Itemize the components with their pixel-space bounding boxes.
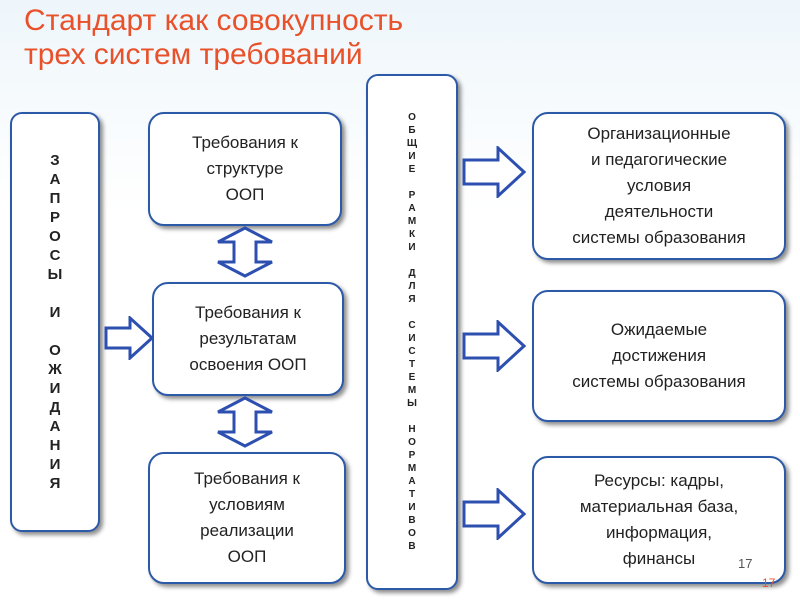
org-pedagogical-conditions-box: Организационные и педагогические условия…	[532, 112, 786, 260]
frameworks-letter: И	[408, 502, 416, 513]
requests-letter: И	[49, 380, 61, 397]
frameworks-letter: Б	[408, 125, 416, 136]
double-arrow-structure-results-icon	[217, 226, 273, 278]
frameworks-letter	[411, 410, 414, 423]
frameworks-letter: Р	[408, 450, 416, 461]
requests-letter: И	[49, 456, 61, 473]
double-arrow-results-conditions-icon	[217, 396, 273, 448]
frameworks-letter: М	[407, 463, 417, 474]
results-line-1: Требования к	[195, 303, 301, 322]
requests-letter: О	[49, 228, 61, 245]
org-line-5: системы образования	[572, 228, 746, 247]
right-arrow-to-org-conditions-icon	[462, 146, 526, 198]
resources-line-2: материальная база,	[579, 497, 739, 516]
structure-line-3: ООП	[225, 185, 265, 204]
frameworks-letter: Р	[408, 190, 416, 201]
frameworks-letter: О	[408, 112, 416, 123]
frameworks-letter: Е	[408, 372, 416, 383]
resources-line-4: финансы	[622, 549, 696, 568]
conditions-line-4: ООП	[227, 547, 267, 566]
frameworks-letter: В	[408, 541, 416, 552]
frameworks-letter: Е	[408, 164, 416, 175]
requests-letter: А	[49, 418, 61, 435]
achievements-line-3: системы образования	[572, 372, 746, 391]
requests-letter: Ж	[48, 361, 62, 378]
frameworks-letter: Н	[408, 424, 416, 435]
achievements-line-2: достижения	[611, 346, 707, 365]
org-line-4: деятельности	[604, 202, 714, 221]
resources-box: Ресурсы: кадры, материальная база, инфор…	[532, 456, 786, 584]
achievements-line-1: Ожидаемые	[610, 320, 708, 339]
org-line-2: и педагогические	[590, 150, 728, 169]
requests-letter: Ы	[47, 266, 63, 283]
frameworks-letter: И	[408, 242, 416, 253]
results-line-2: результатам	[199, 329, 297, 348]
frameworks-letter: В	[408, 515, 416, 526]
frameworks-letter: М	[407, 385, 417, 396]
frameworks-letter	[411, 306, 414, 319]
results-requirements-box: Требования к результатам освоения ООП	[152, 282, 344, 396]
frameworks-letter: Т	[408, 359, 416, 370]
frameworks-letter: И	[408, 333, 416, 344]
requests-letter: Н	[49, 437, 61, 454]
frameworks-letter: М	[407, 216, 417, 227]
requests-letter: З	[50, 152, 60, 169]
results-line-3: освоения ООП	[189, 355, 307, 374]
structure-requirements-box: Требования к структуре ООП	[148, 112, 342, 226]
frameworks-letter: К	[408, 229, 416, 240]
requests-letter: И	[49, 304, 61, 321]
requests-letter: О	[49, 342, 61, 359]
frameworks-letter: Щ	[406, 138, 418, 149]
resources-line-3: информация,	[605, 523, 713, 542]
requests-letter	[53, 284, 57, 303]
frameworks-letter	[411, 254, 414, 267]
requests-letter: С	[49, 247, 61, 264]
requests-letter: Я	[49, 475, 61, 492]
right-arrow-to-resources-icon	[462, 488, 526, 540]
requests-letter: Д	[49, 399, 61, 416]
frameworks-letter: А	[408, 203, 416, 214]
org-line-1: Организационные	[587, 124, 731, 143]
requests-letter	[53, 322, 57, 341]
resources-line-1: Ресурсы: кадры,	[593, 471, 725, 490]
conditions-requirements-box: Требования к условиям реализации ООП	[148, 452, 346, 584]
slide-number-corner: 17	[762, 576, 776, 590]
requests-letter: Р	[49, 209, 60, 226]
frameworks-letter: О	[408, 528, 416, 539]
slide-number-inner: 17	[738, 556, 753, 571]
frameworks-letter: С	[408, 320, 416, 331]
frameworks-letter: Л	[408, 281, 416, 292]
structure-line-1: Требования к	[192, 133, 298, 152]
requests-letter: П	[49, 190, 61, 207]
frameworks-letter	[411, 176, 414, 189]
frameworks-letter: С	[408, 346, 416, 357]
structure-line-2: структуре	[206, 159, 284, 178]
expected-achievements-box: Ожидаемые достижения системы образования	[532, 290, 786, 422]
title-line-1: Стандарт как совокупность	[24, 4, 404, 37]
conditions-line-1: Требования к	[194, 469, 300, 488]
frameworks-letter: Т	[408, 489, 416, 500]
frameworks-letter: А	[408, 476, 416, 487]
frameworks-letter: И	[408, 151, 416, 162]
requests-letter: А	[49, 171, 61, 188]
conditions-line-3: реализации	[200, 521, 294, 540]
frameworks-letter: Я	[408, 294, 416, 305]
title-line-2: трех систем требований	[24, 38, 363, 71]
slide-title: Стандарт как совокупность трех систем тр…	[24, 4, 584, 72]
frameworks-letter: Ы	[407, 398, 417, 409]
frameworks-letter: Д	[408, 268, 416, 279]
org-line-3: условия	[626, 176, 692, 195]
right-arrow-to-results-icon	[104, 316, 154, 360]
conditions-line-2: условиям	[209, 495, 285, 514]
frameworks-letter: О	[408, 437, 416, 448]
right-arrow-to-achievements-icon	[462, 320, 526, 372]
